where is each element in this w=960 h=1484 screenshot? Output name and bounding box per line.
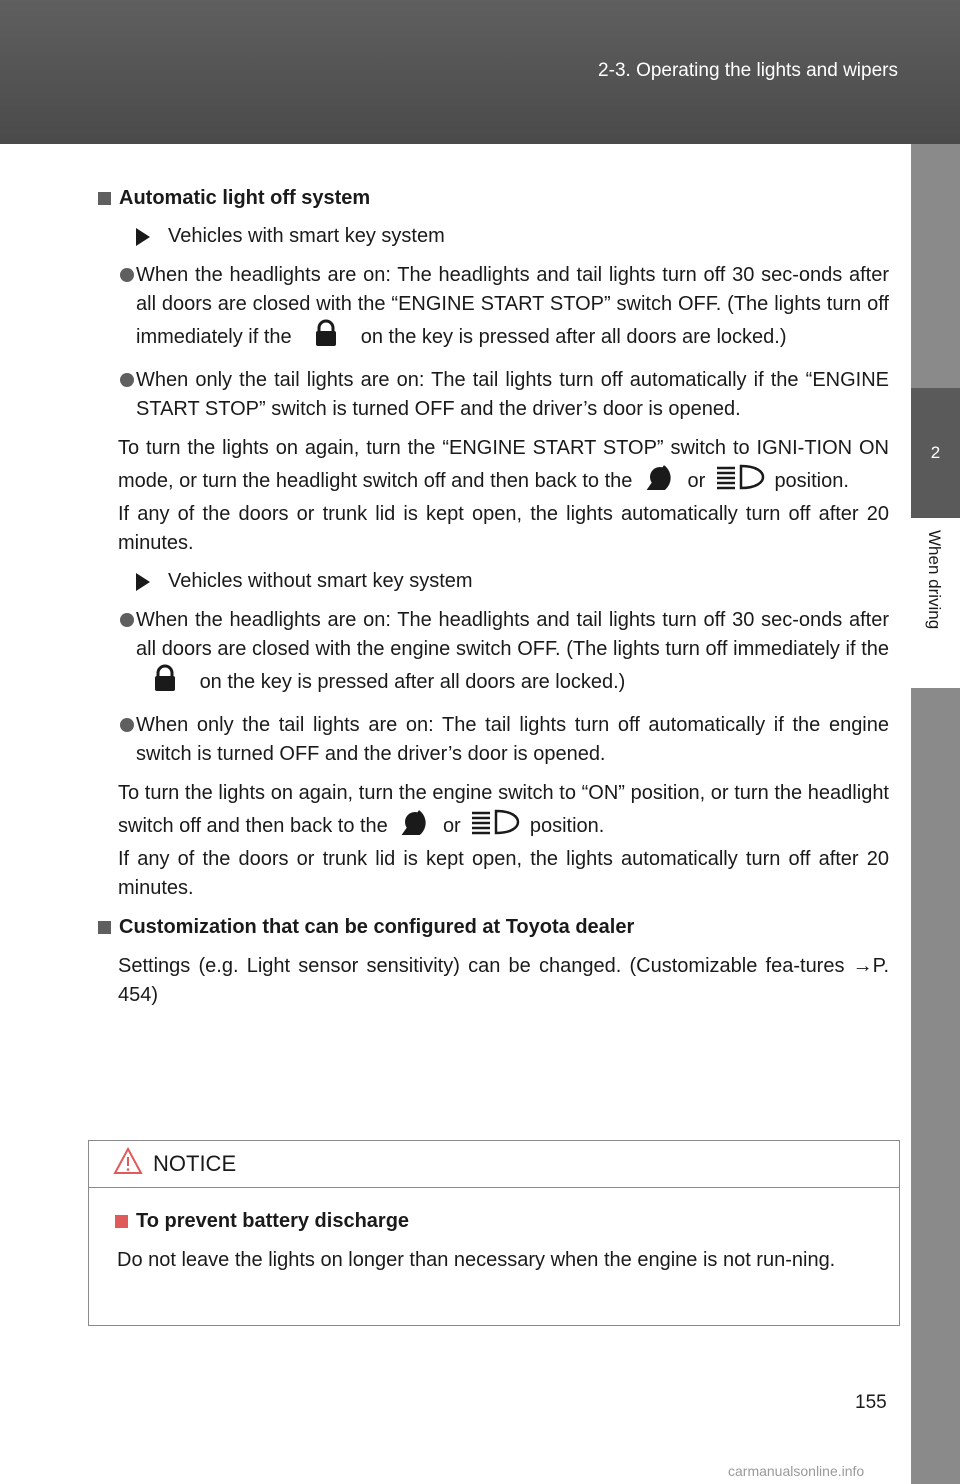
chapter-label: When driving (925, 530, 944, 630)
lock-icon (136, 664, 194, 701)
auto-light-icon (638, 464, 682, 499)
watermark: carmanualsonline.info (728, 1463, 865, 1479)
page-header: 2-3. Operating the lights and wipers (0, 0, 960, 144)
section-heading: Customization that can be configured at … (96, 913, 889, 942)
side-tab-lower (911, 688, 960, 1484)
warning-triangle-icon (113, 1146, 153, 1181)
list-item: When only the tail lights are on: The ta… (96, 366, 889, 424)
list-item: When the headlights are on: The headligh… (96, 261, 889, 356)
notice-title: NOTICE (153, 1151, 237, 1176)
headlight-icon (711, 463, 769, 500)
variant-label: Vehicles with smart key system (96, 222, 889, 251)
list-item: When only the tail lights are on: The ta… (96, 711, 889, 769)
section-heading: Automatic light off system (96, 184, 889, 213)
headlight-icon (466, 808, 524, 845)
section-title: 2-3. Operating the lights and wipers (598, 60, 898, 81)
paragraph: To turn the lights on again, turn the “E… (118, 437, 889, 554)
lock-icon (297, 319, 355, 356)
bullet-icon (120, 268, 134, 282)
list-item: When the headlights are on: The headligh… (96, 606, 889, 701)
page-number: 155 (855, 1392, 887, 1413)
main-content: Automatic light off system Vehicles with… (96, 184, 889, 1010)
chapter-number-tab: 2 (911, 388, 960, 518)
triangle-arrow-icon (136, 227, 150, 246)
chapter-label-tab: When driving (911, 518, 960, 688)
bullet-icon (120, 373, 134, 387)
notice-header: NOTICE (89, 1141, 899, 1188)
notice-body: To prevent battery discharge Do not leav… (89, 1188, 899, 1276)
paragraph: Settings (e.g. Light sensor sensitivity)… (118, 955, 889, 1006)
bullet-icon (120, 613, 134, 627)
triangle-arrow-icon (136, 572, 150, 591)
side-tab-upper (911, 144, 960, 388)
notice-subheading: To prevent battery discharge (115, 1206, 889, 1237)
variant-label: Vehicles without smart key system (96, 567, 889, 596)
auto-light-icon (393, 809, 437, 844)
square-bullet-icon (115, 1215, 128, 1228)
notice-box: NOTICE To prevent battery discharge Do n… (88, 1140, 900, 1326)
square-bullet-icon (98, 921, 111, 934)
bullet-icon (120, 718, 134, 732)
paragraph: To turn the lights on again, turn the en… (118, 782, 889, 899)
square-bullet-icon (98, 192, 111, 205)
notice-text: Do not leave the lights on longer than n… (117, 1249, 836, 1271)
